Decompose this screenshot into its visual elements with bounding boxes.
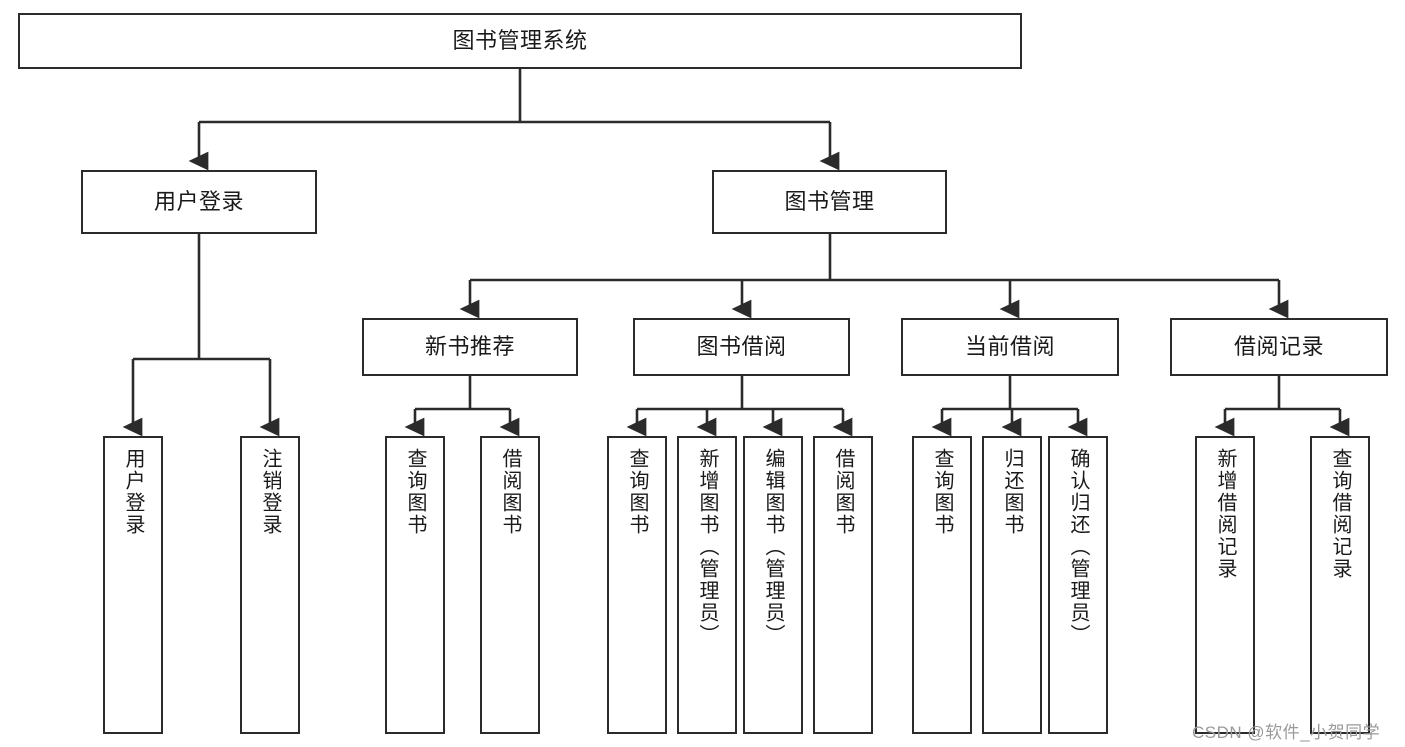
node-user-login[interactable]: 用户登录 bbox=[81, 170, 317, 234]
node-label: 当前借阅 bbox=[964, 334, 1055, 360]
node-book-borrow[interactable]: 图书借阅 bbox=[633, 318, 850, 376]
node-leaf-query-book-1[interactable]: 查询图书 bbox=[385, 436, 445, 734]
node-leaf-query-book-2[interactable]: 查询图书 bbox=[607, 436, 667, 734]
node-label: 归还图书 bbox=[1001, 448, 1023, 536]
node-label: 查询图书 bbox=[931, 448, 953, 536]
node-label: 图书借阅 bbox=[696, 334, 787, 360]
node-leaf-borrow-book-2[interactable]: 借阅图书 bbox=[813, 436, 873, 734]
node-leaf-add-record[interactable]: 新增借阅记录 bbox=[1195, 436, 1255, 734]
node-root[interactable]: 图书管理系统 bbox=[18, 13, 1022, 69]
node-label: 查询图书 bbox=[626, 448, 648, 536]
node-current-borrow[interactable]: 当前借阅 bbox=[901, 318, 1119, 376]
node-leaf-user-login[interactable]: 用户登录 bbox=[103, 436, 163, 734]
node-book-manage[interactable]: 图书管理 bbox=[712, 170, 947, 234]
node-label: 查询图书 bbox=[404, 448, 426, 536]
csdn-watermark: CSDN @软件_小贺同学 bbox=[1192, 723, 1381, 742]
node-label: 新增图书（管理员） bbox=[696, 448, 718, 646]
node-label: 新增借阅记录 bbox=[1214, 448, 1236, 580]
node-label: 确认归还（管理员） bbox=[1067, 448, 1089, 646]
node-leaf-borrow-book-1[interactable]: 借阅图书 bbox=[480, 436, 540, 734]
node-label: 编辑图书（管理员） bbox=[762, 448, 784, 646]
node-label: 注销登录 bbox=[259, 448, 281, 536]
node-label: 图书管理 bbox=[784, 189, 875, 215]
node-borrow-record[interactable]: 借阅记录 bbox=[1170, 318, 1388, 376]
node-label: 新书推荐 bbox=[424, 334, 515, 360]
node-leaf-query-record[interactable]: 查询借阅记录 bbox=[1310, 436, 1370, 734]
node-leaf-edit-book[interactable]: 编辑图书（管理员） bbox=[743, 436, 803, 734]
node-leaf-return-book[interactable]: 归还图书 bbox=[982, 436, 1042, 734]
node-label: 用户登录 bbox=[122, 448, 144, 536]
node-label: 查询借阅记录 bbox=[1329, 448, 1351, 580]
node-leaf-add-book[interactable]: 新增图书（管理员） bbox=[677, 436, 737, 734]
node-leaf-user-logout[interactable]: 注销登录 bbox=[240, 436, 300, 734]
node-leaf-confirm-return[interactable]: 确认归还（管理员） bbox=[1048, 436, 1108, 734]
node-label: 借阅图书 bbox=[832, 448, 854, 536]
node-label: 借阅记录 bbox=[1233, 334, 1324, 360]
node-label: 借阅图书 bbox=[499, 448, 521, 536]
node-new-book-rec[interactable]: 新书推荐 bbox=[362, 318, 578, 376]
node-label: 用户登录 bbox=[153, 189, 244, 215]
node-label: 图书管理系统 bbox=[452, 28, 588, 54]
node-leaf-query-book-3[interactable]: 查询图书 bbox=[912, 436, 972, 734]
